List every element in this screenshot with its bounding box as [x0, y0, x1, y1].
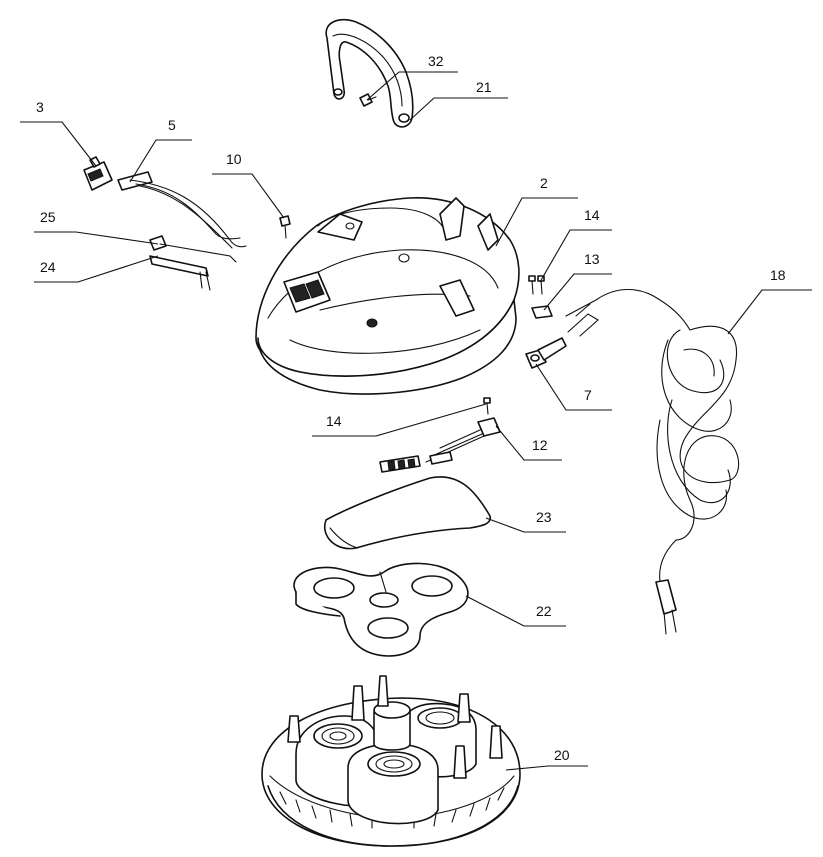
callout-label: 12	[532, 437, 548, 453]
callout-7: 7	[535, 363, 612, 411]
callout-label: 14	[584, 207, 600, 223]
callout-label: 18	[770, 267, 786, 283]
handle-screw	[359, 93, 377, 107]
screw	[279, 215, 291, 239]
callout-21: 21	[409, 79, 508, 121]
base-with-heating-elements	[261, 675, 521, 847]
callout-23: 23	[485, 509, 566, 533]
callout-label: 21	[476, 79, 492, 95]
screw	[483, 397, 491, 415]
callout-label: 2	[540, 175, 548, 191]
callout-14: 14	[312, 403, 487, 437]
callout-label: 14	[326, 413, 342, 429]
rocker-switch	[83, 156, 113, 191]
callout-label: 23	[536, 509, 552, 525]
callout-5: 5	[129, 117, 192, 183]
callout-10: 10	[212, 151, 285, 219]
strain-relief	[525, 337, 567, 369]
callout-label: 32	[428, 53, 444, 69]
carry-handle	[325, 18, 414, 128]
callout-label: 10	[226, 151, 242, 167]
callout-label: 24	[40, 259, 56, 275]
callout-20: 20	[505, 747, 588, 771]
switch-wiring	[117, 171, 247, 249]
callout-label: 5	[168, 117, 176, 133]
callout-12: 12	[495, 425, 562, 461]
callout-18: 18	[727, 267, 812, 335]
callout-label: 7	[584, 387, 592, 403]
callout-3: 3	[20, 99, 97, 167]
insulation-plate	[323, 476, 492, 550]
callout-24: 24	[34, 255, 159, 283]
cable-clamp	[531, 305, 553, 319]
callout-label: 3	[36, 99, 44, 115]
callout-label: 25	[40, 209, 56, 225]
callout-2: 2	[495, 175, 578, 247]
callout-32: 32	[366, 53, 458, 101]
callout-22: 22	[465, 595, 566, 627]
callout-label: 13	[584, 251, 600, 267]
callout-14: 14	[539, 207, 612, 283]
upper-housing	[255, 197, 520, 395]
callout-13: 13	[543, 251, 612, 311]
contact-strip-upper	[149, 235, 237, 263]
contact-strip-lower	[149, 255, 211, 291]
power-cord	[565, 289, 740, 635]
wiring-harness	[379, 417, 501, 473]
callout-label: 20	[554, 747, 570, 763]
callout-label: 22	[536, 603, 552, 619]
heating-element-cover	[293, 562, 469, 657]
callout-25: 25	[34, 209, 159, 245]
